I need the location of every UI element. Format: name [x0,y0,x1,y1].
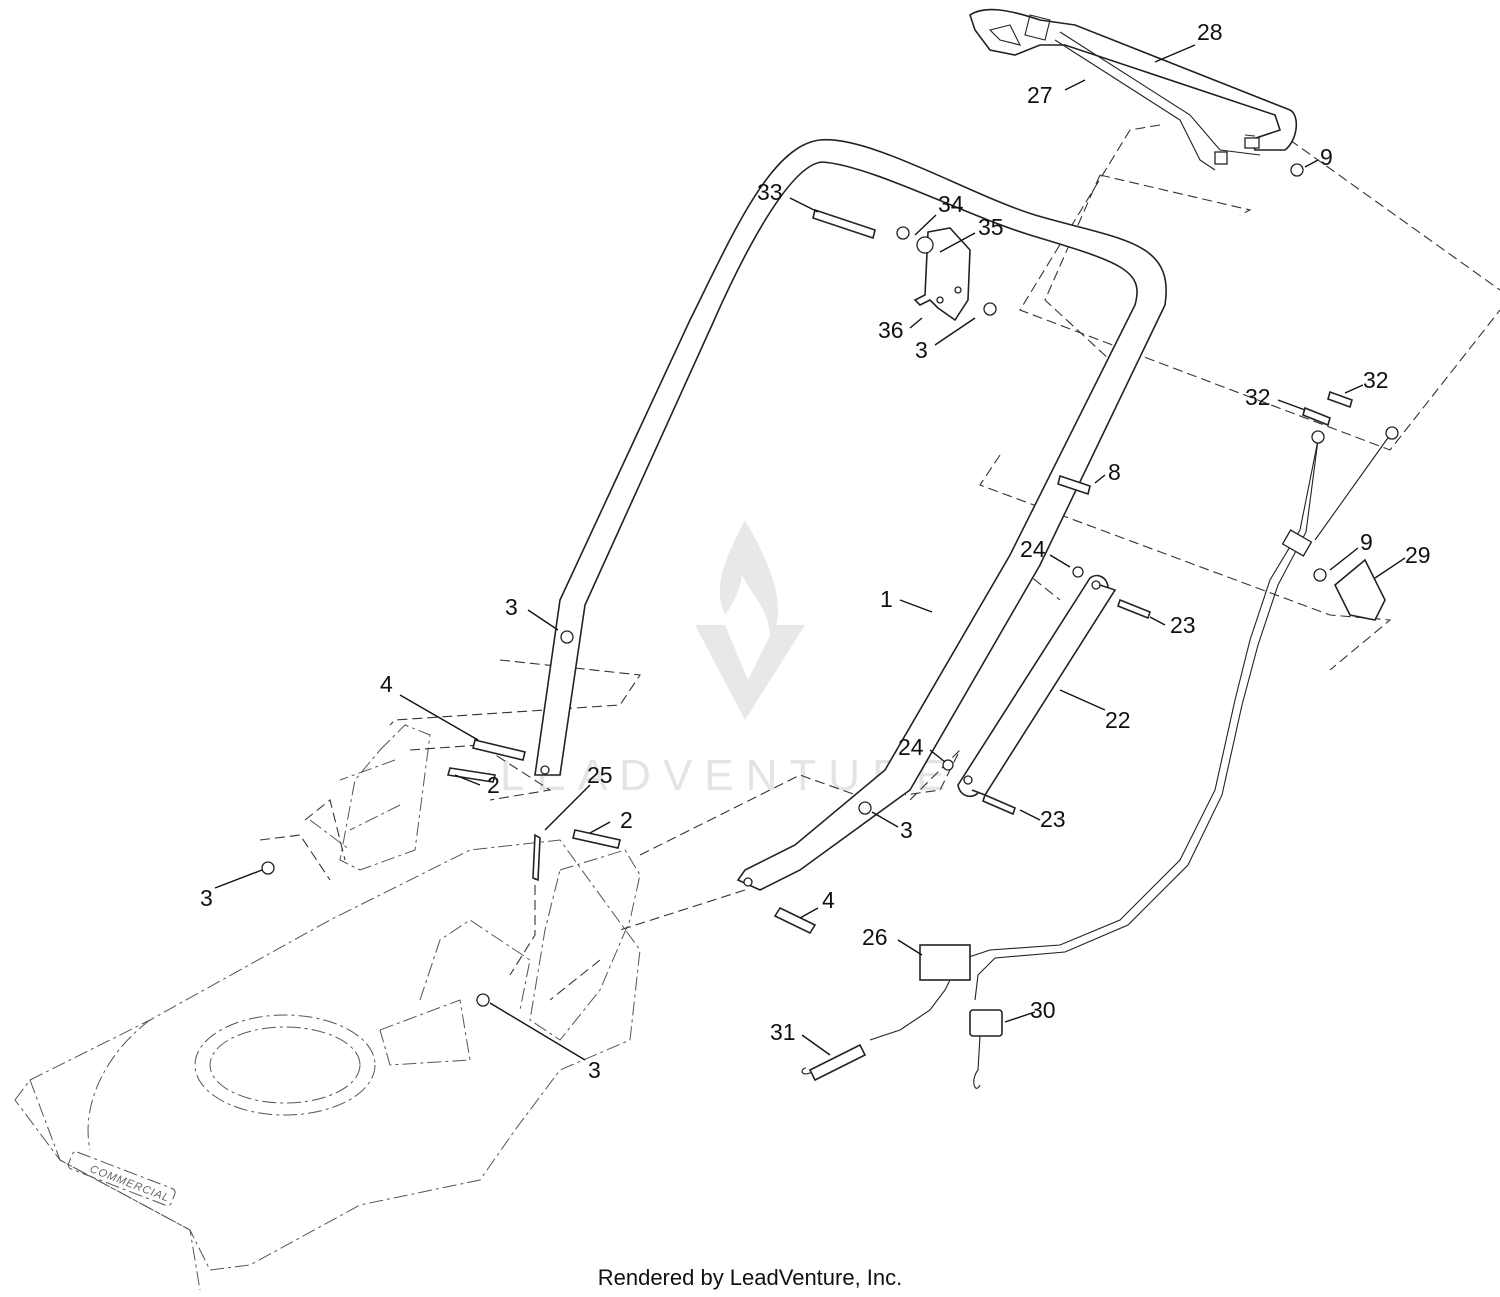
mower-deck: COMMERCIAL [14,839,641,1291]
handle-1 [534,138,1167,891]
handle-brackets [309,724,641,1041]
callout-26: 26 [862,924,888,950]
watermark-flame-icon [719,520,778,640]
callout-1: 1 [880,586,893,612]
callout-35: 35 [978,214,1004,240]
callout-3: 3 [900,817,913,843]
callout-9: 9 [1360,529,1373,555]
bracket-35 [896,226,971,322]
callout-28: 28 [1197,19,1223,45]
callout-32: 32 [1245,384,1271,410]
deck-brand-text: COMMERCIAL [88,1163,171,1205]
watermark-v-icon [695,625,805,720]
callout-4: 4 [380,671,393,697]
warning-label-26 [919,944,971,981]
control-cables [869,426,1399,1041]
callout-3: 3 [588,1057,601,1083]
hardware [261,163,1353,1007]
control-bar-28 [969,8,1298,171]
callout-34: 34 [938,191,964,217]
callout-2: 2 [620,807,633,833]
callout-29: 29 [1405,542,1431,568]
callouts: 1 2 2 3 3 3 3 3 4 4 8 9 9 22 23 23 24 24… [200,19,1431,1083]
link-rod-22 [957,574,1117,798]
cover-29 [1334,558,1386,621]
callout-23: 23 [1040,806,1066,832]
callout-27: 27 [1027,82,1053,108]
callout-25: 25 [587,762,613,788]
callout-9: 9 [1320,144,1333,170]
callout-8: 8 [1108,459,1121,485]
callout-3: 3 [505,594,518,620]
callout-33: 33 [757,179,783,205]
callout-36: 36 [878,317,904,343]
callout-2: 2 [487,772,500,798]
switch-30 [969,1009,1003,1089]
callout-3: 3 [200,885,213,911]
spring-31 [801,1043,867,1082]
callout-32: 32 [1363,367,1389,393]
leader-lines [214,44,1406,1061]
callout-22: 22 [1105,707,1131,733]
callout-24: 24 [898,734,924,760]
callout-4: 4 [822,887,835,913]
callout-23: 23 [1170,612,1196,638]
callout-3: 3 [915,337,928,363]
credit-text: Rendered by LeadVenture, Inc. [598,1265,903,1290]
callout-30: 30 [1030,997,1056,1023]
callout-31: 31 [770,1019,796,1045]
assembly-lines [259,124,1500,1001]
callout-24: 24 [1020,536,1046,562]
